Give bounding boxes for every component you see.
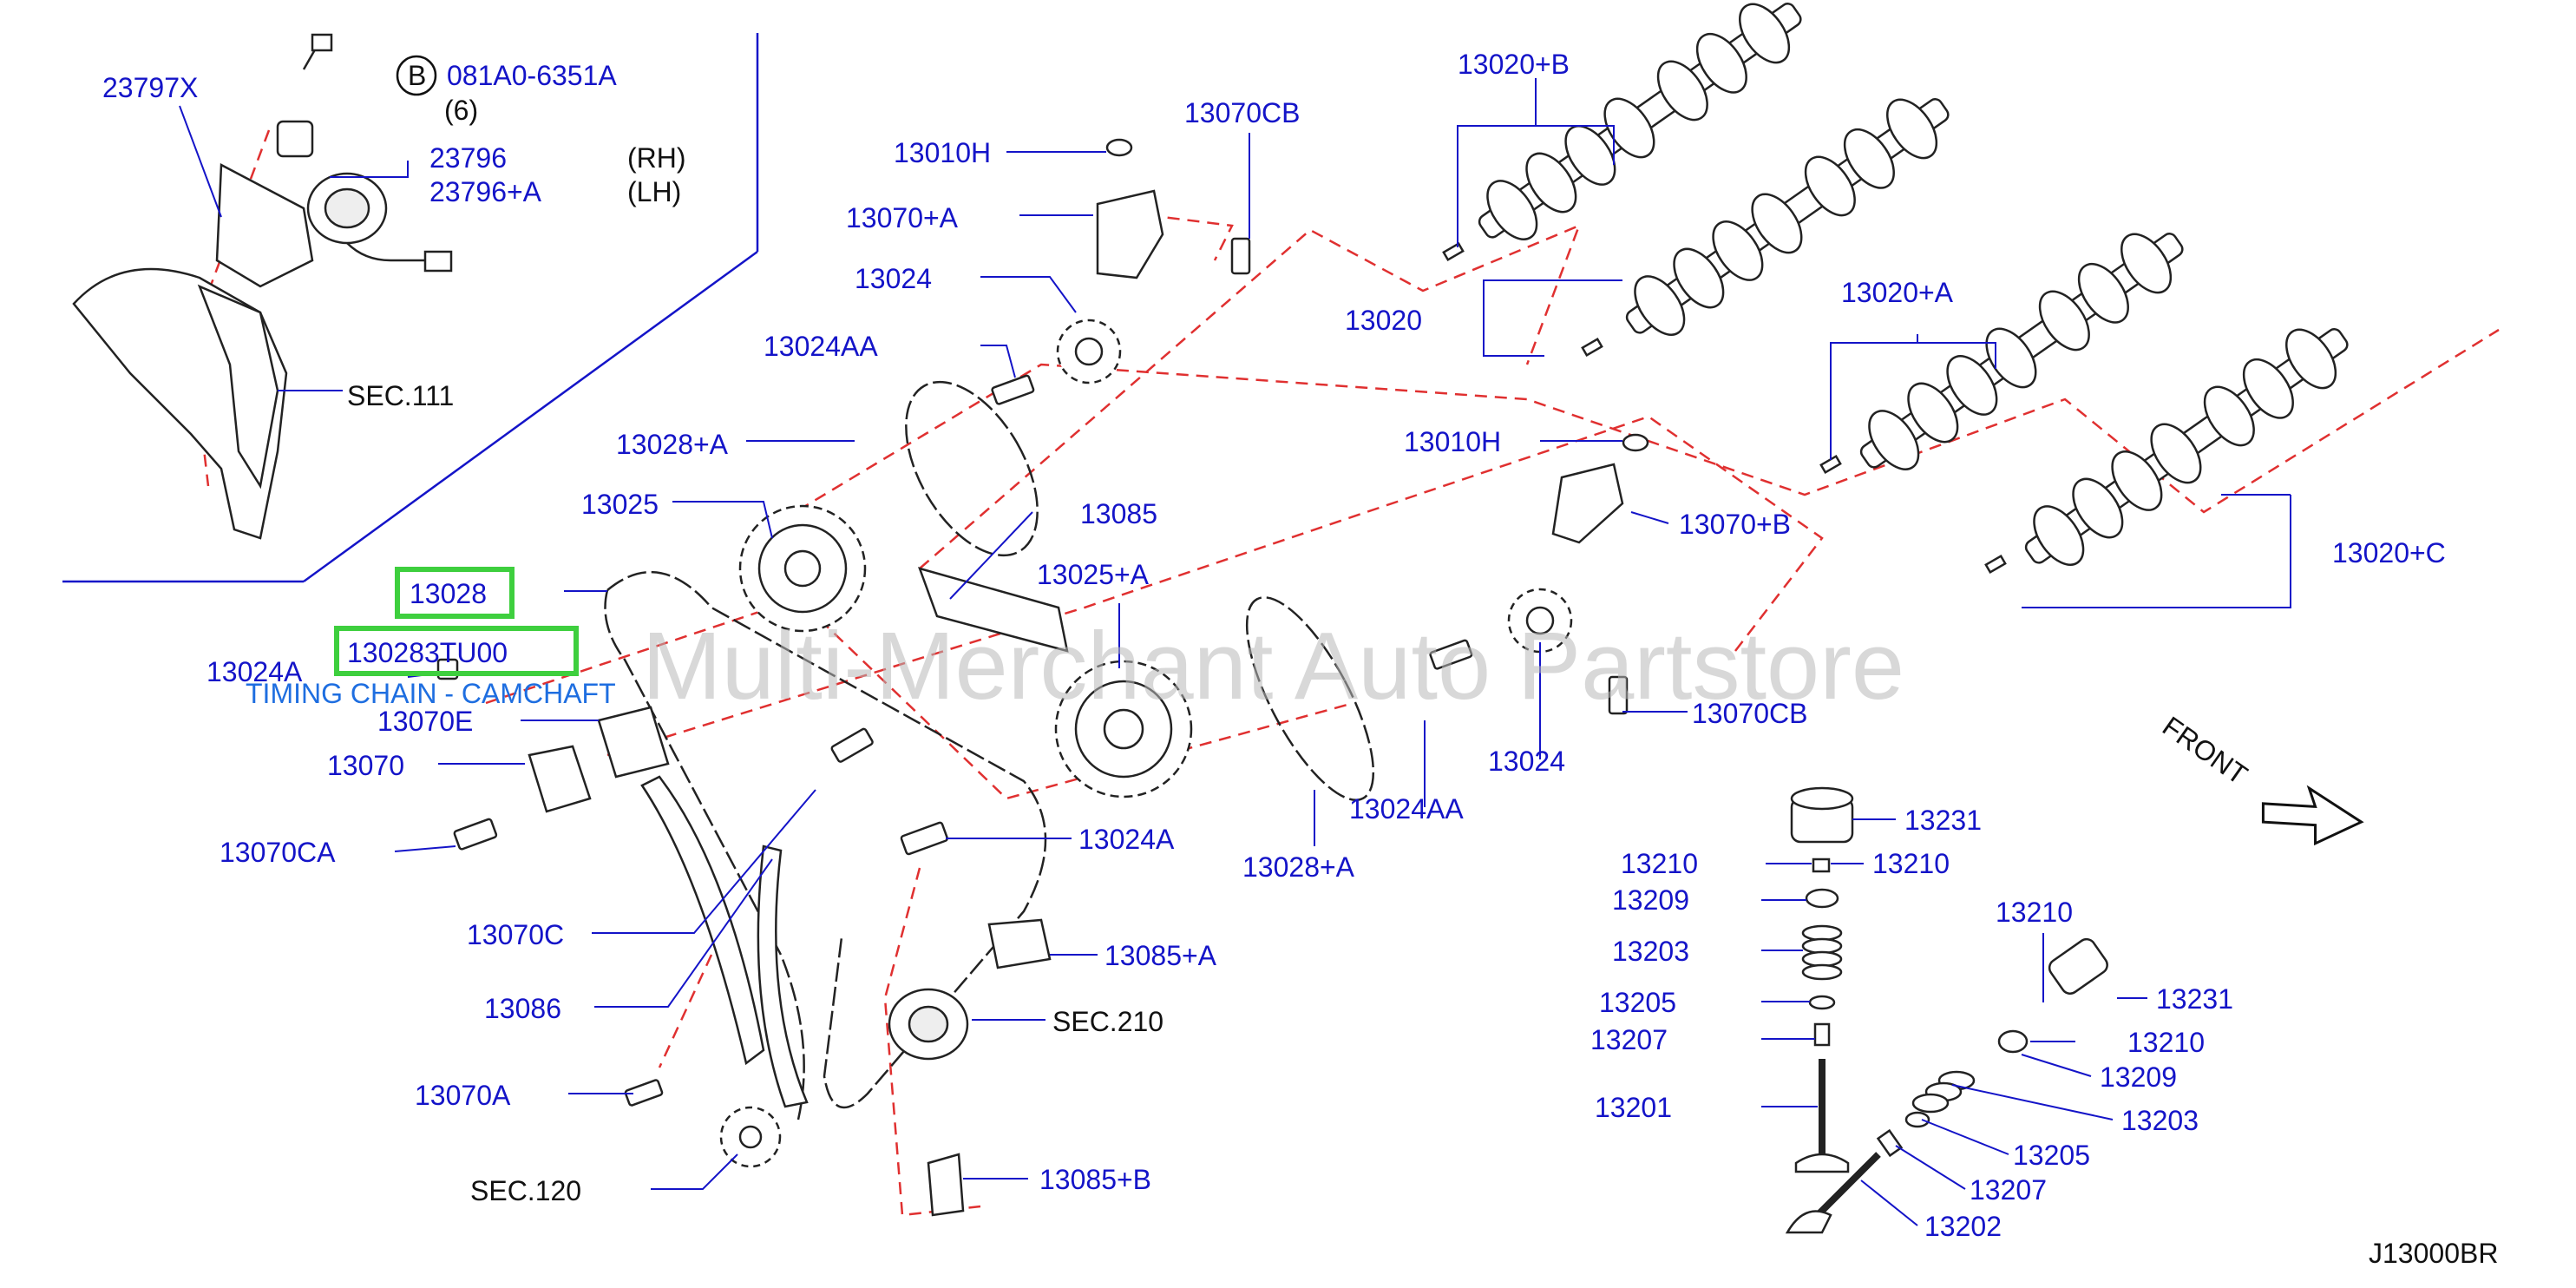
label-13070c[interactable]: 13070C bbox=[467, 919, 564, 950]
circle-b-icon bbox=[396, 55, 437, 96]
label-13020[interactable]: 13020 bbox=[1345, 305, 1422, 336]
camshafts-group bbox=[1442, 3, 2349, 575]
label-13070a-plus[interactable]: 13070+A bbox=[846, 202, 959, 233]
label-13203-left[interactable]: 13203 bbox=[1612, 936, 1689, 967]
label-13205-left[interactable]: 13205 bbox=[1599, 987, 1676, 1018]
valve-train-group bbox=[1785, 786, 2108, 1234]
label-sec111[interactable]: SEC.111 bbox=[347, 380, 454, 411]
label-13085[interactable]: 13085 bbox=[1080, 498, 1157, 529]
label-23796a[interactable]: 23796+A bbox=[429, 176, 542, 207]
label-23797x[interactable]: 23797X bbox=[102, 72, 198, 103]
label-13070b-plus[interactable]: 13070+B bbox=[1679, 509, 1791, 540]
label-13020a[interactable]: 13020+A bbox=[1841, 277, 1954, 308]
camshaft-sensor-group bbox=[72, 33, 453, 540]
label-13201[interactable]: 13201 bbox=[1595, 1092, 1672, 1123]
label-13085b[interactable]: 13085+B bbox=[1039, 1164, 1151, 1195]
label-13202[interactable]: 13202 bbox=[1924, 1211, 2002, 1242]
label-13028[interactable]: 13028 bbox=[410, 578, 487, 609]
label-13070e[interactable]: 13070E bbox=[377, 706, 473, 737]
label-13024a-left[interactable]: 13024A bbox=[206, 656, 303, 687]
label-13207-right[interactable]: 13207 bbox=[1970, 1174, 2047, 1206]
label-13086[interactable]: 13086 bbox=[484, 993, 561, 1024]
label-13210-lower[interactable]: 13210 bbox=[2127, 1027, 2205, 1058]
highlight-box-130283tu00 bbox=[334, 626, 579, 676]
label-13210-right[interactable]: 13210 bbox=[1872, 848, 1950, 879]
label-13231-right[interactable]: 13231 bbox=[2156, 983, 2233, 1015]
leader-lines bbox=[179, 78, 2291, 1226]
label-13010h-right[interactable]: 13010H bbox=[1404, 426, 1501, 457]
label-13203-right[interactable]: 13203 bbox=[2121, 1105, 2199, 1136]
label-13210-left[interactable]: 13210 bbox=[1621, 848, 1698, 879]
label-13020b[interactable]: 13020+B bbox=[1458, 49, 1570, 80]
highlight-box-13028 bbox=[395, 567, 515, 619]
label-13070[interactable]: 13070 bbox=[327, 750, 404, 781]
label-13025a[interactable]: 13025+A bbox=[1037, 559, 1150, 590]
label-13070a[interactable]: 13070A bbox=[415, 1080, 511, 1111]
label-130283tu00[interactable]: 130283TU00 bbox=[347, 637, 508, 668]
label-13231-top[interactable]: 13231 bbox=[1904, 805, 1982, 836]
label-13028a-right[interactable]: 13028+A bbox=[1242, 851, 1355, 883]
label-13010h-top[interactable]: 13010H bbox=[894, 137, 991, 168]
label-lh: (LH) bbox=[627, 176, 681, 207]
label-13020c[interactable]: 13020+C bbox=[2332, 537, 2446, 568]
label-13085a[interactable]: 13085+A bbox=[1104, 940, 1217, 971]
label-13024-top[interactable]: 13024 bbox=[855, 263, 932, 294]
label-13209-left[interactable]: 13209 bbox=[1612, 884, 1689, 916]
label-qty-6: (6) bbox=[444, 95, 478, 126]
label-timing-chain-camchaft[interactable]: TIMING CHAIN - CAMCHAFT bbox=[246, 678, 616, 709]
watermark: Multi-Merchant Auto Partstore bbox=[642, 613, 1904, 720]
label-13070cb-top[interactable]: 13070CB bbox=[1184, 97, 1300, 128]
label-sec120[interactable]: SEC.120 bbox=[470, 1175, 581, 1206]
label-13024aa-right[interactable]: 13024AA bbox=[1349, 793, 1464, 825]
label-081a0-6351a[interactable]: 081A0-6351A bbox=[447, 60, 617, 91]
label-13205-right[interactable]: 13205 bbox=[2013, 1140, 2090, 1171]
label-13210-lower-top[interactable]: 13210 bbox=[1996, 897, 2073, 928]
label-sec210[interactable]: SEC.210 bbox=[1052, 1006, 1163, 1037]
label-circle-b: B bbox=[408, 60, 426, 91]
front-arrow bbox=[2261, 785, 2364, 846]
inset-frame bbox=[62, 33, 759, 583]
diagram-code: J13000BR bbox=[2369, 1238, 2498, 1269]
timing-components bbox=[436, 138, 1649, 1217]
label-13025[interactable]: 13025 bbox=[581, 489, 659, 520]
label-13028a-left[interactable]: 13028+A bbox=[616, 429, 729, 460]
label-front: FRONT bbox=[2157, 710, 2253, 791]
label-13024aa-top[interactable]: 13024AA bbox=[764, 331, 878, 362]
label-13024a-mid[interactable]: 13024A bbox=[1078, 824, 1175, 855]
label-13209-right[interactable]: 13209 bbox=[2100, 1061, 2177, 1093]
label-13070cb-right[interactable]: 13070CB bbox=[1692, 698, 1807, 729]
label-13207-left[interactable]: 13207 bbox=[1590, 1024, 1668, 1055]
part-labels: 23797X B 081A0-6351A (6) 23796 23796+A (… bbox=[102, 49, 2498, 1269]
label-13070ca[interactable]: 13070CA bbox=[220, 837, 336, 868]
label-13024-right[interactable]: 13024 bbox=[1488, 746, 1565, 777]
label-rh: (RH) bbox=[627, 142, 686, 174]
label-23796[interactable]: 23796 bbox=[429, 142, 507, 174]
